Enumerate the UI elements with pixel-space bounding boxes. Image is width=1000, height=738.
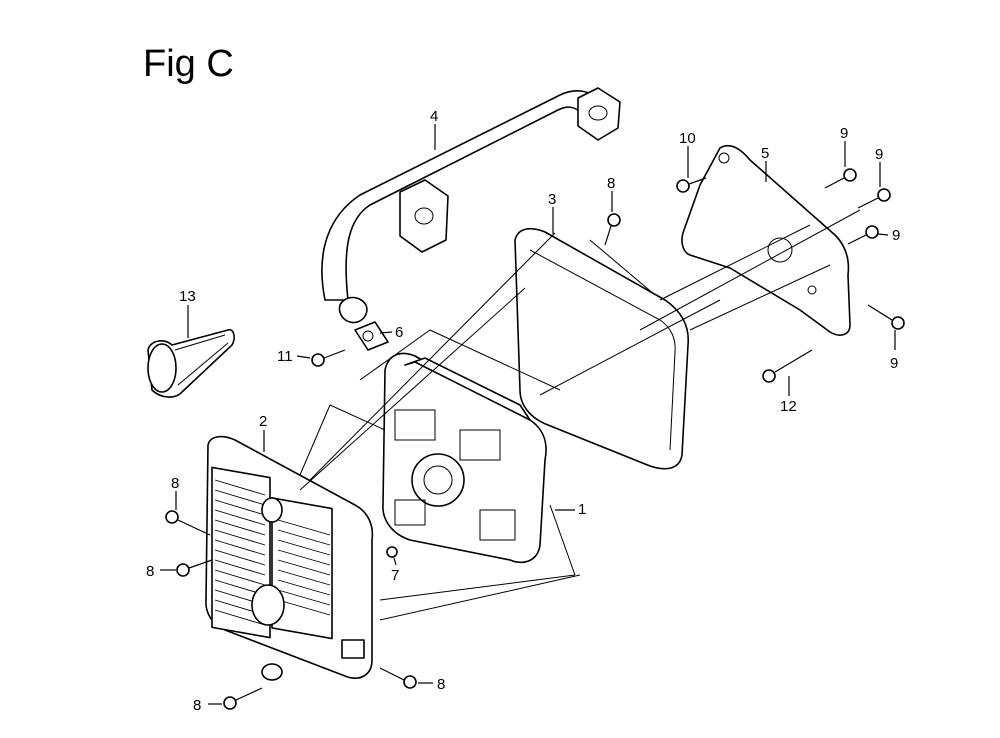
bolt-7 (386, 546, 398, 558)
callout-9c: 9 (892, 227, 900, 244)
leader-lines (160, 124, 896, 705)
bolt-8-top (604, 213, 621, 246)
callout-9b: 9 (875, 146, 883, 163)
figure-title: Fig C (143, 43, 234, 85)
muffler-cover (205, 435, 374, 681)
clamp-6 (354, 321, 389, 351)
cover-louvers (214, 479, 331, 626)
callout-1: 1 (578, 501, 586, 518)
bolt-8-bottom (223, 687, 263, 710)
bolt-9a (824, 168, 857, 189)
callout-12: 12 (780, 398, 797, 415)
bolt-11 (311, 349, 346, 367)
callout-4: 4 (430, 108, 438, 125)
callout-8-bottom: 8 (193, 697, 201, 714)
callout-3: 3 (548, 191, 556, 208)
fasteners (165, 168, 905, 710)
assembly-lines (299, 209, 861, 621)
callout-11: 11 (277, 348, 293, 365)
bolt-8-bottom-right (379, 667, 417, 689)
exhaust-pipe (321, 87, 621, 324)
callout-8-left-mid: 8 (146, 563, 154, 580)
callout-8-bottom-right: 8 (437, 676, 445, 693)
bolt-9c (847, 225, 879, 245)
callout-8-left-top: 8 (171, 475, 179, 492)
spark-arrester (147, 328, 235, 398)
callout-2: 2 (259, 413, 267, 430)
bolt-9b (857, 188, 891, 209)
muffler-bracket (681, 144, 851, 336)
callout-10: 10 (679, 130, 696, 147)
bolt-10 (676, 177, 707, 193)
callout-7: 7 (391, 567, 399, 584)
callout-6: 6 (395, 324, 403, 341)
bolt-9d (867, 304, 905, 330)
callout-9d: 9 (890, 355, 898, 372)
heat-shield (514, 227, 690, 470)
bolt-8-left-top (165, 510, 211, 536)
callout-13: 13 (179, 288, 196, 305)
callout-5: 5 (761, 145, 769, 162)
bolt-8-left-mid (176, 559, 213, 577)
bolt-12 (762, 349, 813, 383)
muffler-body (382, 352, 547, 564)
callout-8-top: 8 (607, 175, 615, 192)
callout-9a: 9 (840, 125, 848, 142)
